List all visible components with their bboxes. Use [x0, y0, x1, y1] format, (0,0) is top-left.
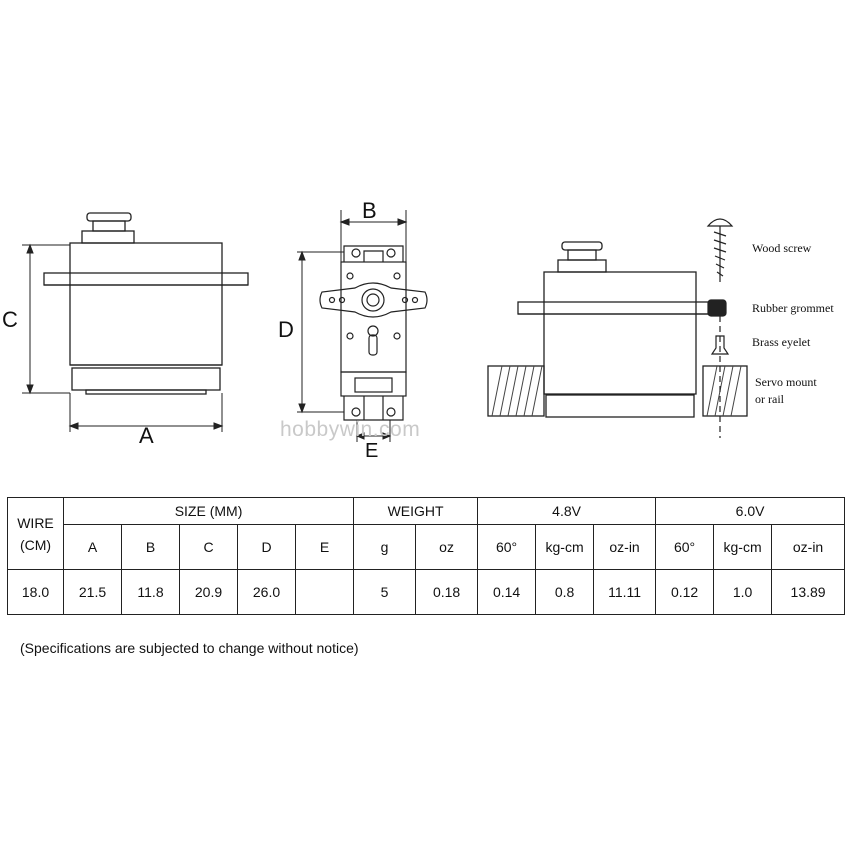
header-wire-unit: (CM) [19, 536, 52, 553]
subheader-d: D [237, 524, 296, 570]
value-wire: 18.0 [7, 569, 64, 615]
subheader-speed-4-8v: 60° [477, 524, 537, 570]
table-subheader-row: A B C D E g oz 60° kg-cm oz-in 60° kg-cm… [8, 524, 846, 570]
value-ozin-4-8v: 11.11 [593, 569, 657, 615]
subheader-c: C [179, 524, 238, 570]
header-6-0v: 6.0V [655, 497, 846, 525]
subheader-speed-6-0v: 60° [655, 524, 715, 570]
header-4-8v: 4.8V [477, 497, 657, 525]
callout-brass-eyelet: Brass eyelet [752, 335, 811, 349]
value-kgcm-4-8v: 0.8 [535, 569, 595, 615]
dimension-c [22, 243, 70, 395]
header-wire: WIRE (CM) [7, 497, 64, 570]
mounting-view [487, 241, 748, 418]
label-c: C [2, 307, 18, 332]
value-a: 21.5 [63, 569, 122, 615]
callout-or-rail: or rail [755, 392, 785, 406]
table-header-row: WIRE (CM) SIZE (MM) WEIGHT 4.8V 6.0V [7, 497, 846, 570]
callout-servo-mount: Servo mount [755, 375, 817, 389]
subheader-ozin-6-0v: oz-in [771, 524, 846, 570]
label-e: E [365, 440, 378, 462]
spec-table: WIRE (CM) SIZE (MM) WEIGHT 4.8V 6.0V A B… [7, 497, 846, 615]
rail-hatching [491, 365, 742, 417]
subheader-oz: oz [415, 524, 479, 570]
value-speed-6-0v: 0.12 [655, 569, 715, 615]
value-speed-4-8v: 0.14 [477, 569, 537, 615]
label-a: A [139, 423, 154, 448]
header-weight: WEIGHT [353, 497, 479, 525]
subheader-kgcm-4-8v: kg-cm [535, 524, 595, 570]
dimension-e [355, 420, 392, 442]
side-view [43, 212, 249, 395]
header-size: SIZE (MM) [62, 497, 355, 525]
value-b: 11.8 [121, 569, 180, 615]
servo-dimension-drawing: C A [2, 198, 834, 462]
value-c: 20.9 [179, 569, 238, 615]
dimension-a [68, 393, 224, 432]
spec-note: (Specifications are subjected to change … [20, 640, 359, 656]
table-row: 18.0 21.5 11.8 20.9 26.0 5 0.18 0.14 0.8… [7, 569, 846, 615]
value-e [294, 569, 355, 615]
value-weight-g: 5 [353, 569, 417, 615]
header-wire-label: WIRE [17, 514, 54, 531]
value-d: 26.0 [237, 569, 296, 615]
callout-text: Wood screw Rubber grommet Brass eyelet S… [752, 241, 834, 406]
subheader-kgcm-6-0v: kg-cm [713, 524, 773, 570]
subheader-g: g [353, 524, 417, 570]
value-ozin-6-0v: 13.89 [771, 569, 846, 615]
subheader-ozin-4-8v: oz-in [593, 524, 657, 570]
dimension-b [339, 210, 408, 262]
watermark: hobbywin.com [280, 418, 420, 441]
subheader-b: B [121, 524, 180, 570]
callout-wood-screw: Wood screw [752, 241, 812, 255]
value-kgcm-6-0v: 1.0 [713, 569, 773, 615]
subheader-a: A [63, 524, 122, 570]
value-weight-oz: 0.18 [415, 569, 479, 615]
label-b: B [362, 198, 377, 223]
top-view [319, 245, 428, 421]
dimension-d [297, 250, 344, 414]
label-d: D [278, 317, 294, 342]
callout-rubber-grommet: Rubber grommet [752, 301, 834, 315]
subheader-e: E [294, 524, 355, 570]
mounting-hardware [706, 218, 734, 438]
